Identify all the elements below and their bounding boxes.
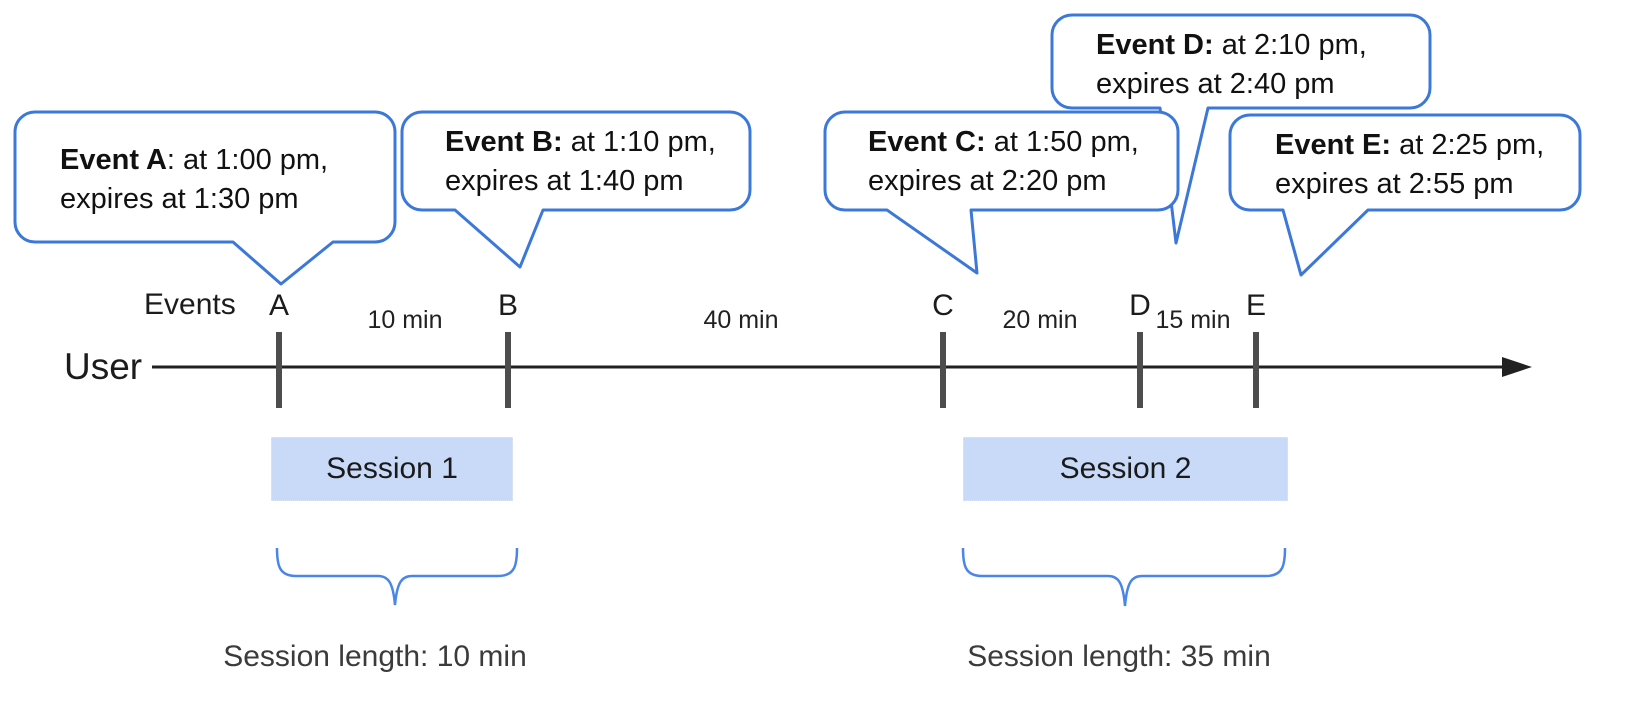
event-mark-e: E [1245, 289, 1267, 322]
callout-event-a-title: Event A [60, 144, 167, 176]
interval-b-c: 40 min [703, 306, 779, 334]
session-2-bar: Session 2 [963, 437, 1288, 501]
callout-event-e-line1: Event E: at 2:25 pm, [1275, 126, 1544, 165]
session-1-length-caption: Session length: 10 min [223, 640, 527, 673]
callout-event-b-line1: Event B: at 1:10 pm, [445, 123, 716, 162]
callout-event-e-time: at 2:25 pm, [1391, 129, 1545, 161]
events-row-label: Events [144, 288, 236, 321]
interval-a-b: 10 min [367, 306, 443, 334]
callout-event-d-shape [1050, 13, 1432, 245]
callout-event-d-line1: Event D: at 2:10 pm, [1096, 26, 1367, 65]
event-mark-b: B [497, 289, 519, 322]
callout-event-b-time: at 1:10 pm, [562, 126, 716, 158]
session-2-label: Session 2 [1059, 452, 1192, 485]
event-mark-c: C [932, 289, 954, 322]
event-mark-a: A [268, 289, 290, 322]
session-2-length-caption: Session length: 35 min [967, 640, 1271, 673]
callout-event-d-line2: expires at 2:40 pm [1096, 68, 1335, 100]
callout-event-c-time: at 1:50 pm, [985, 126, 1139, 158]
callout-event-b-title: Event B: [445, 126, 563, 158]
callout-event-a-line2: expires at 1:30 pm [60, 183, 299, 215]
session-1-label: Session 1 [326, 452, 458, 485]
callout-event-a-time: : at 1:00 pm, [166, 144, 329, 176]
interval-c-d: 20 min [1002, 306, 1078, 334]
callout-event-b: Event B: at 1:10 pm, expires at 1:40 pm [445, 123, 716, 201]
callout-event-c-shape [823, 110, 1180, 275]
session-1-bar: Session 1 [271, 437, 513, 501]
callout-event-b-shape [400, 110, 752, 269]
interval-d-e: 15 min [1155, 306, 1231, 334]
callout-event-e-line2: expires at 2:55 pm [1275, 168, 1514, 200]
callout-event-c: Event C: at 1:50 pm, expires at 2:20 pm [868, 123, 1139, 201]
timeline-arrowhead [1502, 357, 1532, 377]
event-mark-d: D [1129, 289, 1151, 322]
callout-event-d-time: at 2:10 pm, [1213, 29, 1367, 61]
callout-event-d-title: Event D: [1096, 29, 1214, 61]
callout-event-a-shape [13, 110, 397, 286]
callout-event-c-line2: expires at 2:20 pm [868, 165, 1107, 197]
callout-event-e: Event E: at 2:25 pm, expires at 2:55 pm [1275, 126, 1544, 204]
callout-event-d: Event D: at 2:10 pm, expires at 2:40 pm [1096, 26, 1367, 104]
brace-session-1 [275, 547, 519, 606]
user-row-label: User [64, 346, 143, 387]
callout-event-c-line1: Event C: at 1:50 pm, [868, 123, 1139, 162]
callout-event-a: Event A: at 1:00 pm, expires at 1:30 pm [60, 141, 328, 219]
callout-event-e-title: Event E: [1275, 129, 1392, 161]
callout-event-c-title: Event C: [868, 126, 986, 158]
callout-event-b-line2: expires at 1:40 pm [445, 165, 684, 197]
callout-event-a-line1: Event A: at 1:00 pm, [60, 141, 328, 180]
brace-session-2 [961, 547, 1287, 607]
callout-event-e-shape [1228, 113, 1582, 277]
